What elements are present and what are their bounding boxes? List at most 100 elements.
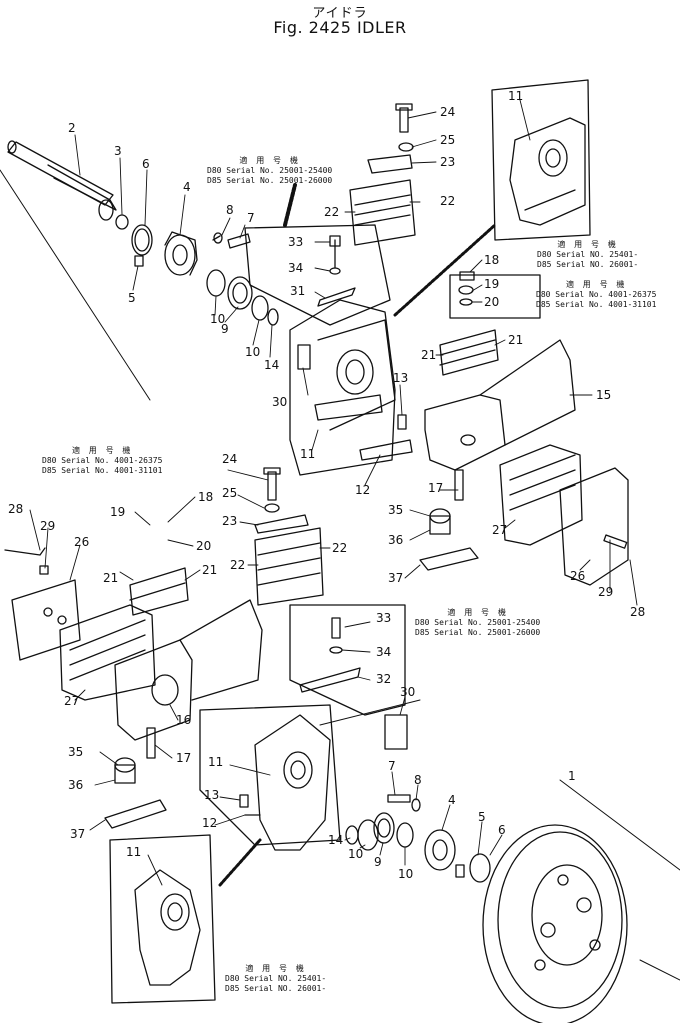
callout-number: 4 (183, 180, 191, 194)
callout-number: 22 (230, 558, 246, 572)
callout-number: 8 (414, 773, 422, 787)
callout-number: 11 (208, 755, 224, 769)
callout-number: 2 (68, 121, 76, 135)
callout-number: 24 (222, 452, 238, 466)
callout-number: 8 (226, 203, 234, 217)
callout-number: 26 (570, 569, 586, 583)
note-serial-range: 適 用 号 機 D80 Serial No. 4001-26375 D85 Se… (536, 280, 656, 310)
note-line: D85 Serial NO. 26001- (225, 984, 327, 993)
callout-number: 35 (388, 503, 404, 517)
leader-lines (29, 99, 638, 886)
callout-number: 24 (440, 105, 456, 119)
callout-number: 21 (508, 333, 524, 347)
callout-number: 29 (598, 585, 614, 599)
callout-number: 33 (376, 611, 392, 625)
note-serial-range: 適 用 号 機 D80 Serial No. 25001-25400 D85 S… (207, 156, 332, 186)
note-line: D80 Serial NO. 25401- (225, 974, 327, 983)
note-line: D80 Serial No. 25001-25400 (207, 166, 333, 175)
note-header: 適 用 号 機 (71, 446, 133, 455)
callout-number: 27 (492, 523, 508, 537)
callout-number: 36 (388, 533, 404, 547)
callout-number: 21 (421, 348, 437, 362)
callout-number: 12 (355, 483, 371, 497)
callout-number: 30 (400, 685, 416, 699)
callout-number: 22 (440, 194, 456, 208)
callout-number: 11 (126, 845, 142, 859)
note-header: 適 用 号 機 (245, 964, 306, 973)
callout-number: 10 (210, 312, 226, 326)
callout-number: 23 (222, 514, 238, 528)
note-serial-range: 適 用 号 機 D80 Serial No. 4001-26375 D85 Se… (42, 446, 162, 476)
right-middle-assembly (419, 271, 629, 586)
callout-number: 3 (114, 144, 122, 158)
callout-number: 19 (484, 277, 500, 291)
callout-number: 12 (202, 816, 218, 830)
callout-number: 37 (388, 571, 404, 585)
callout-number: 16 (176, 713, 192, 727)
callout-number: 25 (440, 133, 456, 147)
callout-number: 21 (202, 563, 218, 577)
callout-number: 27 (64, 694, 80, 708)
callout-number: 17 (176, 751, 192, 765)
note-header: 適 用 号 機 (239, 156, 300, 165)
note-serial-range: 適 用 号 機 D80 Serial No. 25001-25400 D85 S… (415, 608, 540, 638)
note-serial-range: 適 用 号 機 D80 Serial NO. 25401- D85 Serial… (537, 240, 638, 270)
callout-number: 19 (110, 505, 126, 519)
note-line: D85 Serial NO. 26001- (537, 260, 639, 269)
left-middle-assembly (4, 547, 263, 829)
callout-number: 7 (388, 759, 396, 773)
callout-number: 18 (198, 490, 214, 504)
title-english: Fig. 2425 IDLER (273, 18, 407, 37)
callout-number: 22 (332, 541, 348, 555)
callout-number: 35 (68, 745, 84, 759)
lower-center-assembly (199, 467, 408, 887)
callout-number: 20 (196, 539, 212, 553)
callout-number: 21 (103, 571, 119, 585)
callout-number: 7 (247, 211, 255, 225)
note-header: 適 用 号 機 (447, 608, 508, 617)
callout-number: 32 (376, 672, 392, 686)
note-line: D80 Serial No. 25001-25400 (415, 618, 541, 627)
callout-number: 5 (128, 291, 136, 305)
callout-number: 33 (288, 235, 304, 249)
note-line: D80 Serial NO. 25401- (537, 250, 639, 259)
callout-number: 11 (508, 89, 524, 103)
callout-number: 4 (448, 793, 456, 807)
note-line: D85 Serial No. 4001-31101 (536, 300, 657, 309)
callout-number: 15 (596, 388, 612, 402)
callout-number: 5 (478, 810, 486, 824)
callout-number: 23 (440, 155, 456, 169)
callout-number: 13 (393, 371, 409, 385)
callout-number: 10 (348, 847, 364, 861)
callout-number: 31 (290, 284, 306, 298)
callout-number: 30 (272, 395, 288, 409)
upper-shaft-assembly (0, 140, 279, 401)
note-line: D80 Serial No. 4001-26375 (536, 290, 657, 299)
callout-number: 1 (568, 769, 576, 783)
callout-number: 22 (324, 205, 340, 219)
callout-number: 18 (484, 253, 500, 267)
note-header: 適 用 号 機 (565, 280, 627, 289)
callout-number: 13 (204, 788, 220, 802)
note-line: D85 Serial No. 25001-26000 (415, 628, 541, 637)
callout-number: 6 (142, 157, 150, 171)
callout-number: 28 (630, 605, 646, 619)
callout-number: 11 (300, 447, 316, 461)
callout-number: 26 (74, 535, 90, 549)
callout-number: 36 (68, 778, 84, 792)
callout-number: 25 (222, 486, 238, 500)
callout-number: 34 (288, 261, 304, 275)
callout-number: 6 (498, 823, 506, 837)
idler-wheel-assembly (319, 699, 680, 1023)
callout-number: 10 (245, 345, 261, 359)
note-serial-range: 適 用 号 機 D80 Serial NO. 25401- D85 Serial… (225, 964, 326, 994)
callout-number: 14 (264, 358, 280, 372)
note-header: 適 用 号 機 (557, 240, 618, 249)
callout-number: 34 (376, 645, 392, 659)
callout-number: 20 (484, 295, 500, 309)
callout-number: 9 (221, 322, 229, 336)
note-line: D85 Serial No. 4001-31101 (42, 466, 163, 475)
callout-number: 9 (374, 855, 382, 869)
